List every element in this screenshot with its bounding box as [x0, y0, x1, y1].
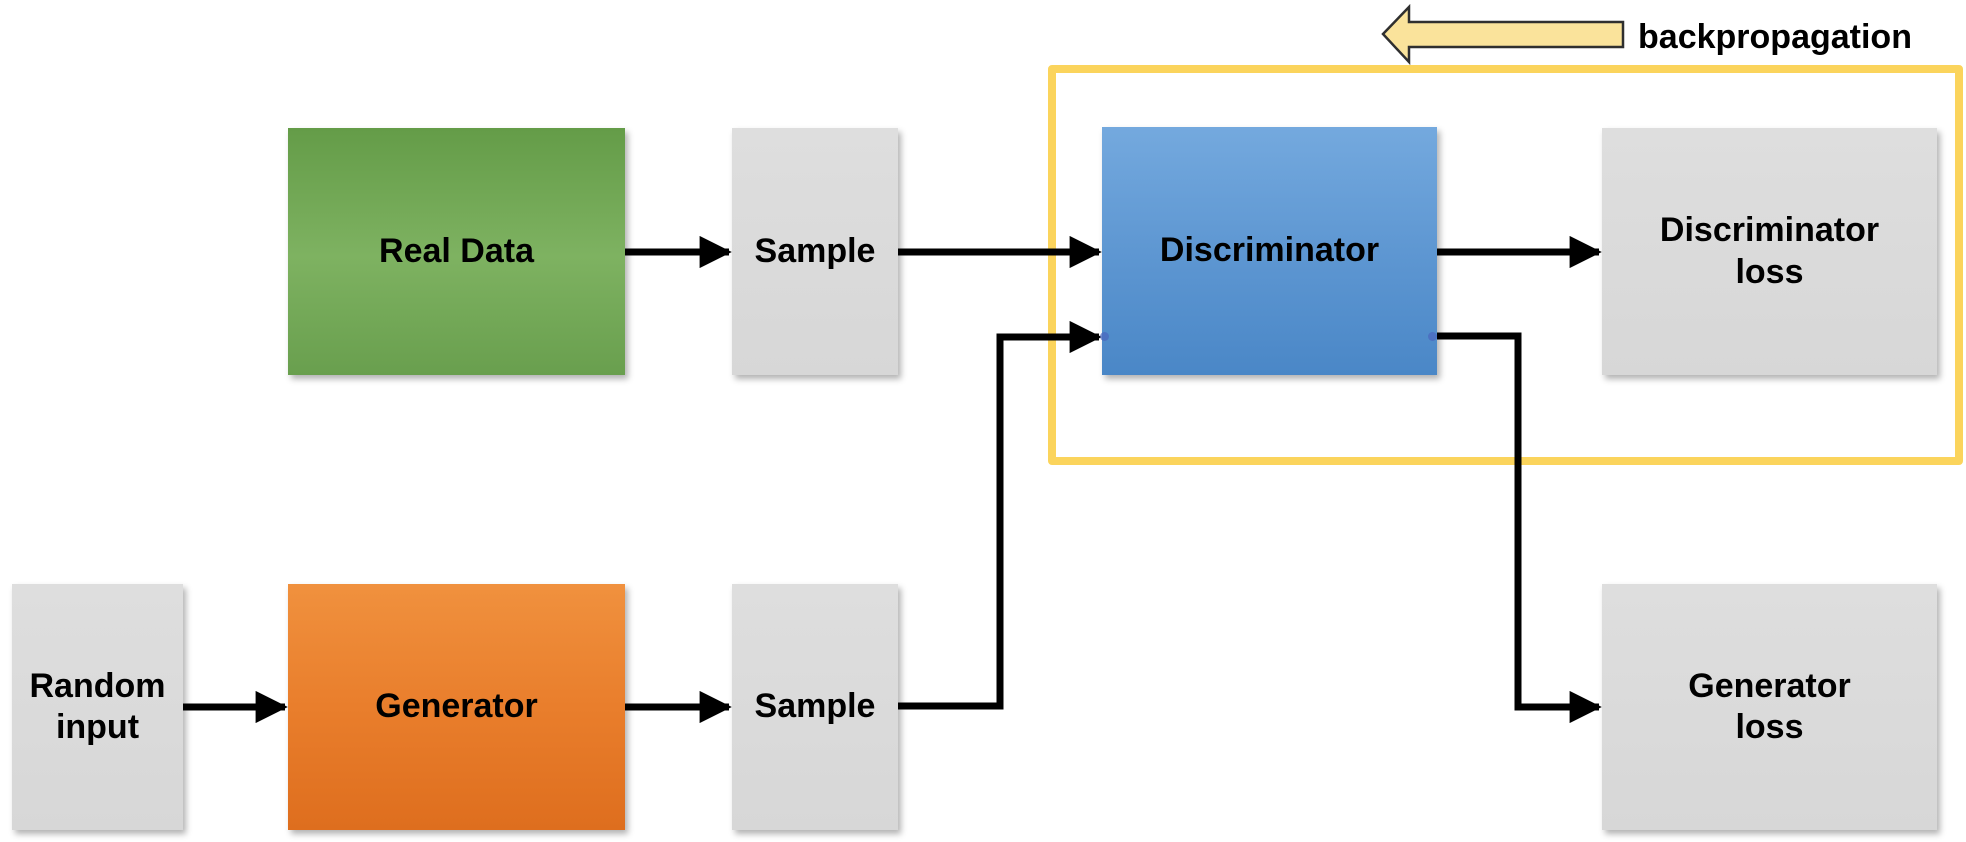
node-discriminator-loss: Discriminator loss	[1602, 128, 1937, 375]
connection-point-dot	[1428, 332, 1437, 341]
node-generator-loss-label: Generator loss	[1688, 666, 1851, 746]
backpropagation-label: backpropagation	[1638, 17, 1912, 56]
node-random-input: Random input	[12, 584, 183, 830]
edge-discriminator-genloss-elbow	[1437, 332, 1602, 724]
node-discriminator-label: Discriminator	[1159, 231, 1380, 270]
node-generator-loss: Generator loss	[1602, 584, 1937, 830]
node-real-data-label: Real Data	[379, 231, 534, 270]
connection-point-dot	[1100, 332, 1109, 341]
node-real-data: Real Data	[288, 128, 625, 375]
node-random-input-label: Random input	[29, 666, 166, 746]
node-discriminator-loss-label: Discriminator loss	[1659, 211, 1880, 291]
node-sample-top-label: Sample	[754, 231, 876, 270]
node-sample-bottom-label: Sample	[754, 687, 876, 726]
backprop-region-frame	[1048, 65, 1963, 465]
node-sample-top: Sample	[732, 128, 898, 375]
node-sample-bottom: Sample	[732, 584, 898, 830]
edge-sample-discriminator-elbow	[898, 320, 1102, 710]
node-generator-label: Generator	[375, 687, 538, 726]
node-discriminator: Discriminator	[1102, 127, 1437, 375]
node-generator: Generator	[288, 584, 625, 830]
